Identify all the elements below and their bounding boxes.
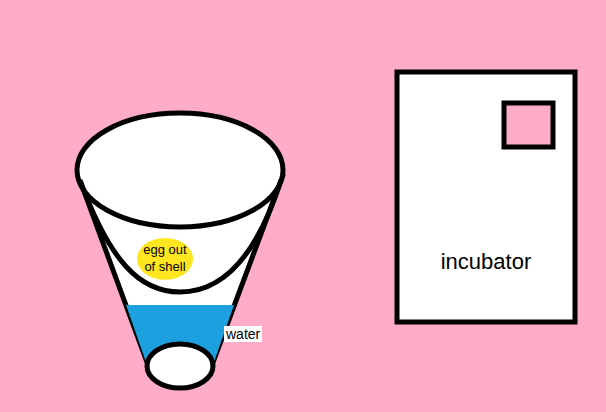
inner-cup: [80, 180, 281, 292]
water-label: water: [224, 326, 262, 342]
incubator-node: incubator: [397, 72, 575, 322]
cup-rim: [77, 113, 283, 227]
egg-node: egg out of shell: [137, 238, 193, 280]
incubator-box: [397, 72, 575, 322]
cup-bottom: [147, 344, 213, 388]
egg-label: egg out of shell: [141, 242, 189, 276]
incubator-window: [504, 103, 553, 147]
box-label: incubator: [397, 248, 575, 277]
